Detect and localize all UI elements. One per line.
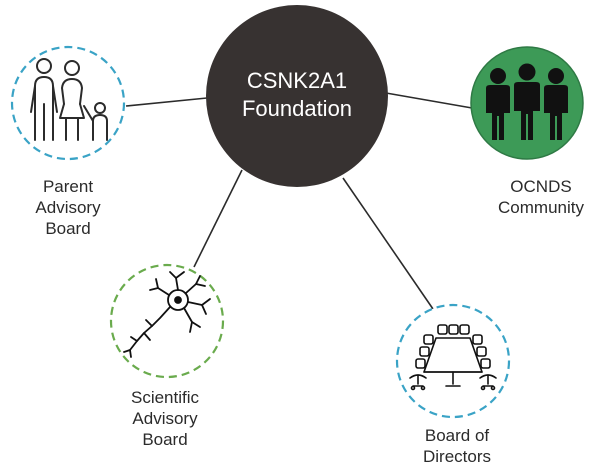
neuron-icon	[123, 271, 211, 358]
board-label-line2: Directors	[422, 447, 491, 466]
board-ring	[395, 303, 511, 419]
scientific-ring	[109, 263, 225, 379]
scientific-label-line3: Board	[142, 430, 188, 449]
parent-label-line2: Advisory	[35, 198, 101, 217]
connector-board	[342, 177, 434, 310]
center-circle	[206, 5, 388, 187]
conference-table-icon	[409, 324, 497, 391]
parent-label-line1: Parent	[42, 177, 94, 196]
ocnds-community-label: OCNDS Community	[486, 176, 596, 218]
scientific-label-line1: Scientific	[130, 388, 200, 407]
ocnds-label-line1: OCNDS	[510, 177, 572, 196]
scientific-advisory-node	[109, 263, 225, 379]
board-of-directors-label: Board of Directors	[397, 425, 517, 467]
scientific-advisory-label: Scientific Advisory Board	[105, 387, 225, 450]
connectors	[125, 92, 473, 310]
ocnds-label-line2: Community	[498, 198, 584, 217]
board-label-line1: Board of	[424, 426, 490, 445]
people-group-icon	[486, 63, 568, 140]
center-node: CSNK2A1 Foundation	[206, 5, 388, 187]
ocnds-community-node	[470, 46, 584, 160]
center-title-line1: CSNK2A1	[247, 68, 347, 93]
parent-ring	[10, 45, 126, 161]
connector-ocnds	[385, 92, 473, 109]
parent-advisory-node	[10, 45, 126, 161]
parent-advisory-label: Parent Advisory Board	[18, 176, 118, 239]
connector-scientific	[193, 169, 243, 268]
board-of-directors-node	[395, 303, 511, 419]
center-title-line2: Foundation	[242, 96, 352, 121]
scientific-label-line2: Advisory	[132, 409, 198, 428]
parent-label-line3: Board	[45, 219, 91, 238]
family-icon	[30, 58, 108, 141]
connector-parent	[125, 97, 208, 107]
